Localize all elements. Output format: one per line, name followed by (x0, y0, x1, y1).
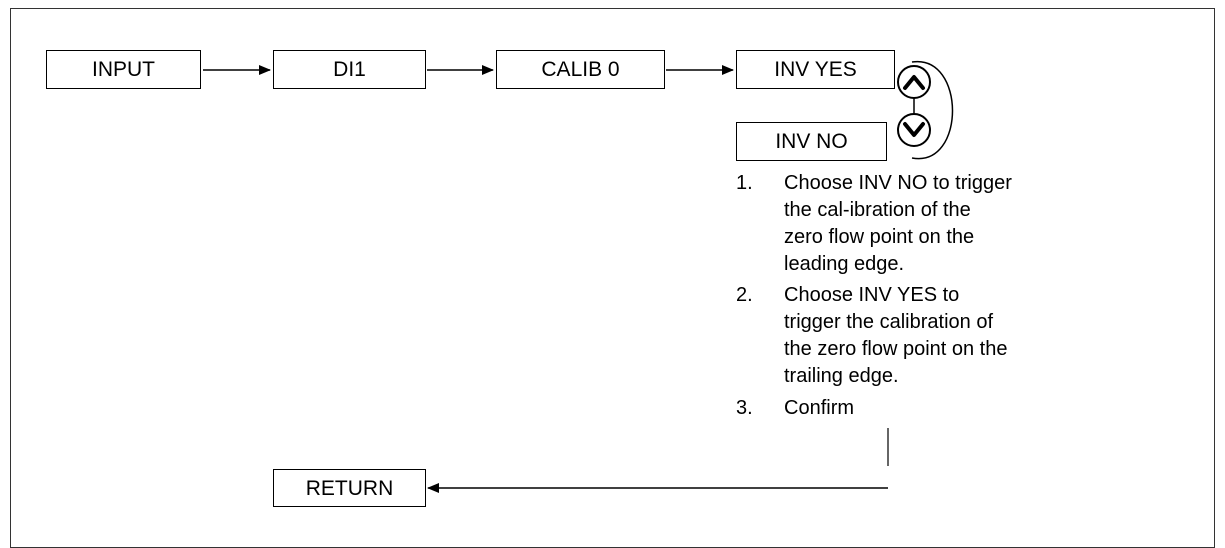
step-3-text: Confirm (784, 397, 855, 419)
chevron-up-icon (903, 75, 925, 90)
di1-label: DI1 (333, 58, 366, 81)
return-label: RETURN (305, 476, 394, 500)
step-3: 3. Confirm (736, 395, 1206, 422)
inv-yes-label: INV YES (774, 58, 857, 81)
step-3-number: 3. (736, 397, 753, 419)
step-2-text: Choose INV YES to trigger the calibratio… (784, 284, 1008, 387)
inv-no-label: INV NO (775, 130, 848, 153)
input-label: INPUT (92, 58, 155, 81)
up-button[interactable] (897, 65, 931, 99)
down-button-circle (897, 113, 931, 147)
step-2-number: 2. (736, 284, 753, 306)
loop-bracket (911, 61, 954, 160)
inv-yes-box[interactable]: INV YES (736, 50, 895, 89)
step-2: 2. Choose INV YES to trigger the calibra… (736, 282, 1206, 390)
calib-box: CALIB 0 (496, 50, 665, 89)
step-1-text: Choose INV NO to trigger the cal-ibratio… (784, 172, 1012, 275)
input-box: INPUT (46, 50, 201, 89)
calib-label: CALIB 0 (541, 58, 620, 81)
down-button[interactable] (897, 113, 931, 147)
step-1-number: 1. (736, 172, 753, 194)
step-1: 1. Choose INV NO to trigger the cal-ibra… (736, 170, 1206, 278)
chevron-down-icon (903, 122, 925, 137)
return-box: RETURN (273, 469, 426, 507)
inv-no-box[interactable]: INV NO (736, 122, 887, 161)
up-button-circle (897, 65, 931, 99)
di1-box: DI1 (273, 50, 426, 89)
